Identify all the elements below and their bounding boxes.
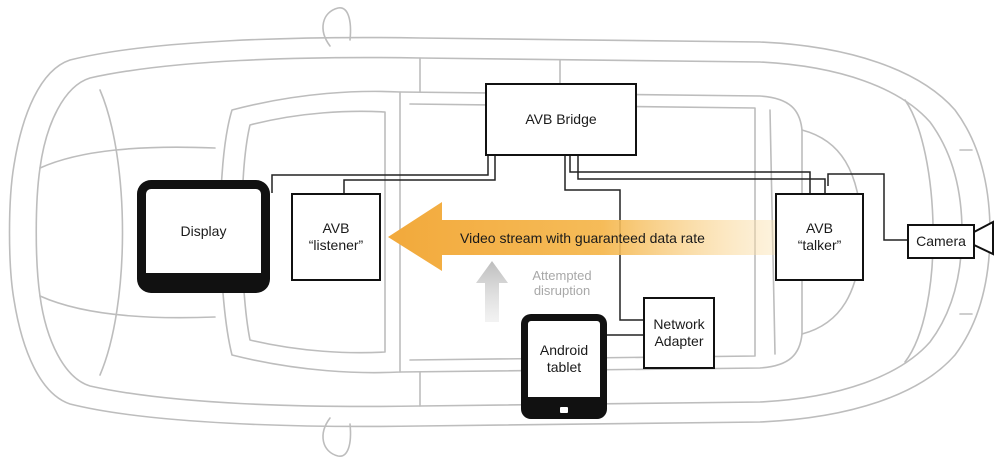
tablet-home-button-icon (560, 407, 568, 413)
network-connections (271, 141, 908, 336)
avb-bridge-label: AVB Bridge (525, 111, 597, 127)
tablet-line2: tablet (546, 359, 582, 375)
display-box: Display (137, 180, 270, 293)
disruption-line1: Attempted (532, 268, 592, 283)
link-bridge-listener-a (271, 141, 489, 193)
avb-talker-box: AVB “talker” (775, 193, 864, 281)
video-stream-label: Video stream with guaranteed data rate (460, 230, 705, 246)
talker-line1: AVB (806, 220, 833, 236)
talker-line2: “talker” (797, 237, 842, 253)
tablet-line1: Android (539, 342, 589, 358)
network-adapter-box: Network Adapter (643, 297, 715, 369)
link-bridge-talker-b (577, 156, 826, 193)
avb-bridge-box: AVB Bridge (485, 83, 637, 156)
link-talker-camera (827, 173, 908, 241)
listener-line2: “listener” (308, 237, 364, 253)
network-line2: Adapter (654, 333, 704, 349)
android-tablet-box: Android tablet (521, 314, 607, 419)
link-bridge-listener-b (343, 141, 496, 193)
disruption-line2: disruption (533, 283, 591, 298)
disruption-arrow (476, 261, 508, 322)
link-bridge-talker-a (569, 156, 811, 193)
camera-box: Camera (907, 224, 975, 259)
listener-line1: AVB (322, 220, 350, 236)
link-bridge-network (564, 156, 643, 321)
video-stream-arrow (388, 202, 778, 271)
camera-lens-icon (973, 220, 994, 256)
network-line1: Network (653, 316, 705, 332)
display-label: Display (180, 222, 227, 239)
disruption-label: Attempted disruption (512, 268, 612, 298)
camera-label: Camera (916, 233, 966, 249)
avb-listener-box: AVB “listener” (291, 193, 381, 281)
